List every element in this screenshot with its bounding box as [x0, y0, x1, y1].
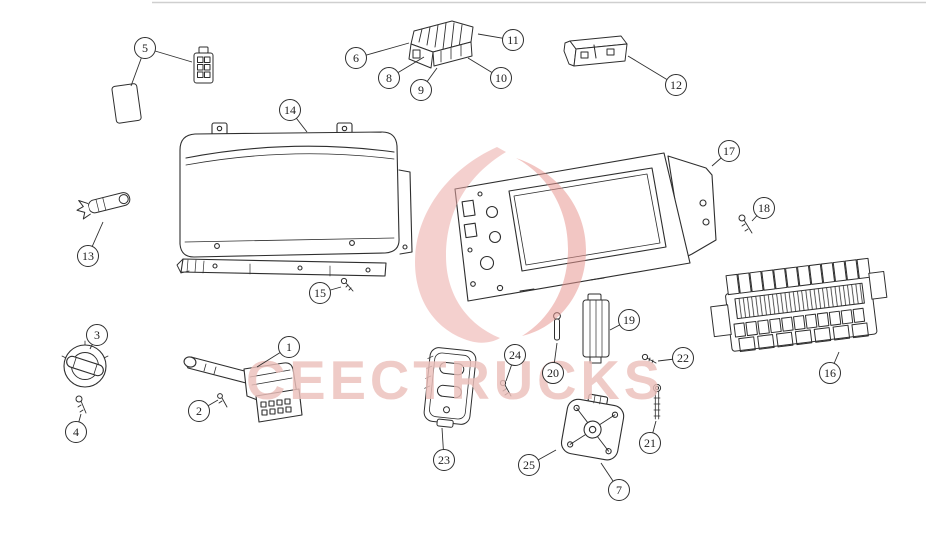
callout-number: 1	[286, 340, 292, 354]
callout-number: 24	[509, 348, 521, 362]
part-blank-switch	[193, 46, 214, 84]
part-cover-plate	[111, 83, 142, 124]
callout-circle	[608, 479, 630, 501]
callout-circle	[345, 47, 367, 69]
callout-23: 23	[433, 427, 455, 471]
callout-9: 9	[410, 67, 438, 101]
part-center-panel	[454, 152, 717, 302]
callout-number: 10	[495, 71, 507, 85]
callout-25: 25	[518, 449, 557, 476]
screw-2	[217, 393, 228, 408]
callout-5: 5	[130, 37, 193, 87]
callout-number: 21	[644, 436, 656, 450]
callout-circle	[65, 421, 87, 443]
callout-8: 8	[378, 56, 425, 89]
callout-number: 11	[507, 33, 519, 47]
callout-1: 1	[256, 336, 300, 368]
callout-number: 17	[723, 144, 735, 158]
callout-3: 3	[86, 324, 108, 350]
screw-4	[75, 395, 87, 414]
callout-number: 25	[523, 458, 535, 472]
callout-circle	[819, 362, 841, 384]
callout-circle	[718, 140, 740, 162]
callout-circle	[86, 324, 108, 346]
callout-number: 8	[386, 71, 392, 85]
callout-number: 23	[438, 453, 450, 467]
callout-circle	[410, 79, 432, 101]
part-fuse-box	[710, 257, 888, 353]
callout-18: 18	[751, 197, 775, 222]
callout-circle	[753, 197, 775, 219]
callout-number: 2	[196, 404, 202, 418]
screw-24	[499, 379, 512, 397]
callout-22: 22	[657, 347, 694, 369]
callout-circle	[278, 336, 300, 358]
callout-12: 12	[627, 55, 687, 96]
callout-circle	[639, 432, 661, 454]
callout-number: 13	[82, 249, 94, 263]
callout-circle	[134, 37, 156, 59]
screw-22	[641, 353, 657, 364]
callout-circle	[309, 282, 331, 304]
part-lever	[76, 192, 131, 220]
callout-2: 2	[188, 399, 219, 422]
screw-15	[340, 277, 354, 292]
callout-circle	[502, 29, 524, 51]
callout-circle	[279, 99, 301, 121]
callout-24: 24	[504, 344, 526, 382]
callout-number: 15	[314, 286, 326, 300]
callout-13: 13	[77, 221, 104, 267]
callout-number: 4	[73, 425, 79, 439]
callout-number: 22	[677, 351, 689, 365]
callout-11: 11	[477, 29, 524, 51]
callout-10: 10	[467, 57, 512, 89]
callout-17: 17	[711, 140, 740, 167]
watermark-text: CEECTRUCKS	[246, 349, 664, 411]
callout-16: 16	[819, 351, 841, 384]
callout-4: 4	[65, 413, 87, 443]
part-control-module	[560, 393, 625, 461]
callout-layer: 1234567891011121314151617181920212223242…	[65, 29, 841, 501]
callout-circle	[433, 449, 455, 471]
callout-number: 3	[94, 328, 100, 342]
part-mounting-bracket	[423, 347, 477, 428]
part-combination-switch	[183, 356, 303, 423]
callout-number: 6	[353, 51, 359, 65]
watermark-logo	[415, 147, 586, 343]
screw-18	[738, 214, 753, 234]
callout-number: 14	[284, 103, 296, 117]
callout-number: 12	[670, 78, 682, 92]
callout-7: 7	[600, 462, 630, 501]
part-switch-panel	[563, 35, 628, 67]
callout-number: 19	[623, 313, 635, 327]
part-relay	[582, 293, 610, 364]
callout-14: 14	[279, 99, 308, 133]
callout-21: 21	[639, 420, 661, 454]
callout-19: 19	[609, 309, 640, 331]
callout-number: 18	[758, 201, 770, 215]
callout-number: 16	[824, 366, 836, 380]
callout-circle	[618, 309, 640, 331]
callout-circle	[490, 67, 512, 89]
callout-circle	[188, 400, 210, 422]
callout-circle	[542, 362, 564, 384]
callout-circle	[504, 344, 526, 366]
part-headlight-switch	[61, 340, 109, 388]
callout-number: 7	[616, 483, 622, 497]
callout-circle	[77, 245, 99, 267]
callout-15: 15	[309, 282, 342, 304]
part-switch-cluster	[408, 20, 474, 69]
callout-number: 5	[142, 41, 148, 55]
callout-number: 20	[547, 366, 559, 380]
callout-circle	[378, 67, 400, 89]
callout-20: 20	[542, 342, 564, 384]
callout-circle	[665, 74, 687, 96]
callout-6: 6	[345, 42, 410, 69]
callout-circle	[518, 454, 540, 476]
callout-number: 9	[418, 83, 424, 97]
part-instrument-cluster	[176, 122, 413, 277]
callout-circle	[672, 347, 694, 369]
bolt-21	[652, 383, 662, 420]
